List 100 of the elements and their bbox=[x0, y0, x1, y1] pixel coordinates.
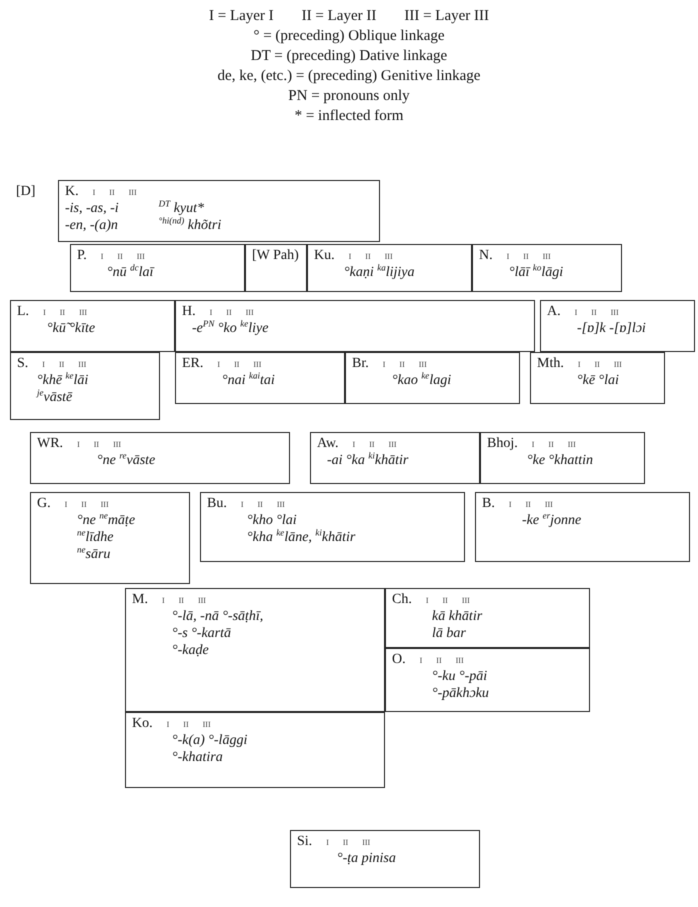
layer-mark: I bbox=[100, 252, 104, 261]
language-abbreviation: M. bbox=[132, 592, 148, 608]
layer-mark: II bbox=[365, 252, 371, 261]
layer-mark: I bbox=[578, 360, 581, 369]
layer-mark: II bbox=[109, 188, 115, 197]
layer-mark: III bbox=[362, 838, 370, 847]
dative-form: °-lā, -nā °-sāṭhī, bbox=[172, 608, 264, 625]
dative-form: °-ṭa pinisa bbox=[337, 850, 396, 867]
language-abbreviation: Ch. bbox=[392, 592, 412, 608]
language-abbreviation: G. bbox=[37, 496, 51, 512]
language-abbreviation: Bhoj. bbox=[487, 436, 518, 452]
layer-mark: I bbox=[42, 360, 45, 369]
language-box bbox=[125, 712, 385, 788]
layer-mark: III bbox=[456, 656, 464, 665]
dative-form: -is, -as, -i bbox=[65, 200, 119, 217]
language-box bbox=[175, 352, 345, 404]
language-box bbox=[58, 180, 380, 242]
dative-form: $^{je}$vāstē bbox=[37, 389, 74, 406]
layer-mark: I bbox=[506, 252, 510, 261]
dative-form: -e$^{PN}$ °ko $^{ke}$liye bbox=[192, 320, 268, 337]
layer-mark: I bbox=[420, 656, 422, 665]
layer-mark: III bbox=[79, 308, 88, 317]
layer-mark: II bbox=[399, 360, 405, 369]
language-abbreviation: Aw. bbox=[317, 436, 339, 452]
language-abbreviation: N. bbox=[479, 248, 493, 264]
layer-mark: III bbox=[78, 360, 86, 369]
language-box bbox=[307, 244, 472, 292]
language-box bbox=[310, 432, 480, 484]
language-box bbox=[30, 492, 190, 584]
dative-form: °nai $^{kai}$tai bbox=[222, 372, 275, 389]
layer-mark: I bbox=[532, 440, 534, 449]
key-note: I = Layer I bbox=[208, 8, 274, 25]
layer-mark: II bbox=[81, 500, 87, 509]
language-box bbox=[345, 352, 520, 404]
key-note: PN = pronouns only bbox=[288, 88, 410, 105]
language-box bbox=[245, 244, 307, 292]
dative-form: °kū̃ °kīte bbox=[47, 320, 96, 337]
language-abbreviation: Si. bbox=[297, 834, 312, 850]
language-box bbox=[530, 352, 665, 404]
layer-mark: II bbox=[226, 308, 232, 317]
layer-mark: II bbox=[436, 656, 442, 665]
layer-mark: II bbox=[442, 596, 448, 605]
key-note: de, ke, (etc.) = (preceding) Genitive linkage bbox=[218, 68, 480, 85]
language-abbreviation: Mth. bbox=[537, 356, 564, 372]
layer-mark: I bbox=[326, 838, 329, 847]
layer-mark: I bbox=[382, 360, 386, 369]
language-box bbox=[30, 432, 290, 484]
layer-mark: I bbox=[162, 596, 165, 605]
dative-form: °kho °lai bbox=[247, 512, 298, 529]
layer-mark: III bbox=[100, 500, 109, 509]
layer-mark: III bbox=[384, 252, 393, 261]
layer-mark: III bbox=[542, 252, 551, 261]
layer-mark: III bbox=[128, 188, 137, 197]
dative-form: °kha $^{ke}$lāne, $^{ki}$khātir bbox=[247, 529, 356, 546]
dative-form: °-khatira bbox=[172, 749, 224, 766]
language-abbreviation: [W Pah) bbox=[252, 248, 299, 264]
layer-mark: I bbox=[574, 308, 578, 317]
dative-form: °kao $^{ke}$lagi bbox=[392, 372, 452, 389]
language-box bbox=[10, 300, 175, 352]
dative-form: lā bar bbox=[432, 625, 467, 642]
layer-mark: III bbox=[418, 360, 427, 369]
layer-mark: I bbox=[352, 440, 356, 449]
layer-mark: III bbox=[462, 596, 470, 605]
language-abbreviation: B. bbox=[482, 496, 495, 512]
layer-mark: III bbox=[614, 360, 622, 369]
key-note: * = inflected form bbox=[294, 108, 404, 125]
language-box bbox=[385, 648, 590, 712]
dative-form: °-s °-kartā bbox=[172, 625, 232, 642]
layer-mark: I bbox=[166, 720, 170, 729]
layer-mark: II bbox=[234, 360, 240, 369]
layer-mark: III bbox=[568, 440, 576, 449]
dative-form: °kē °lai bbox=[577, 372, 619, 389]
layer-mark: II bbox=[117, 252, 123, 261]
layer-mark: II bbox=[369, 440, 375, 449]
dative-form: $^{ne}$līdhe bbox=[77, 529, 114, 546]
language-box bbox=[10, 352, 160, 420]
language-abbreviation: H. bbox=[182, 304, 196, 320]
layer-mark: III bbox=[276, 500, 285, 509]
layer-mark: II bbox=[526, 500, 531, 509]
layer-mark: II bbox=[60, 308, 66, 317]
language-abbreviation: S. bbox=[17, 356, 28, 372]
language-box bbox=[475, 492, 690, 562]
layer-mark: II bbox=[94, 440, 100, 449]
layer-mark: I bbox=[77, 440, 80, 449]
language-box bbox=[385, 588, 590, 648]
layer-mark: III bbox=[388, 440, 397, 449]
layer-mark: III bbox=[202, 720, 211, 729]
layer-mark: I bbox=[240, 500, 244, 509]
layer-mark: III bbox=[113, 440, 122, 449]
dative-form: -ke $^{er}$jonne bbox=[522, 512, 582, 529]
dative-form: $^{ne}$sāru bbox=[77, 546, 112, 563]
dative-form: °ne $^{re}$vāste bbox=[97, 452, 156, 469]
layer-mark: I bbox=[43, 308, 46, 317]
dative-form: °nū $^{dc}$laī bbox=[107, 264, 154, 281]
dative-form: °-kaḍe bbox=[172, 642, 210, 659]
layer-mark: III bbox=[610, 308, 619, 317]
layer-mark: II bbox=[591, 308, 597, 317]
layer-mark: I bbox=[508, 500, 512, 509]
dative-form: -en, -(a)n bbox=[65, 217, 119, 234]
language-box bbox=[70, 244, 245, 292]
